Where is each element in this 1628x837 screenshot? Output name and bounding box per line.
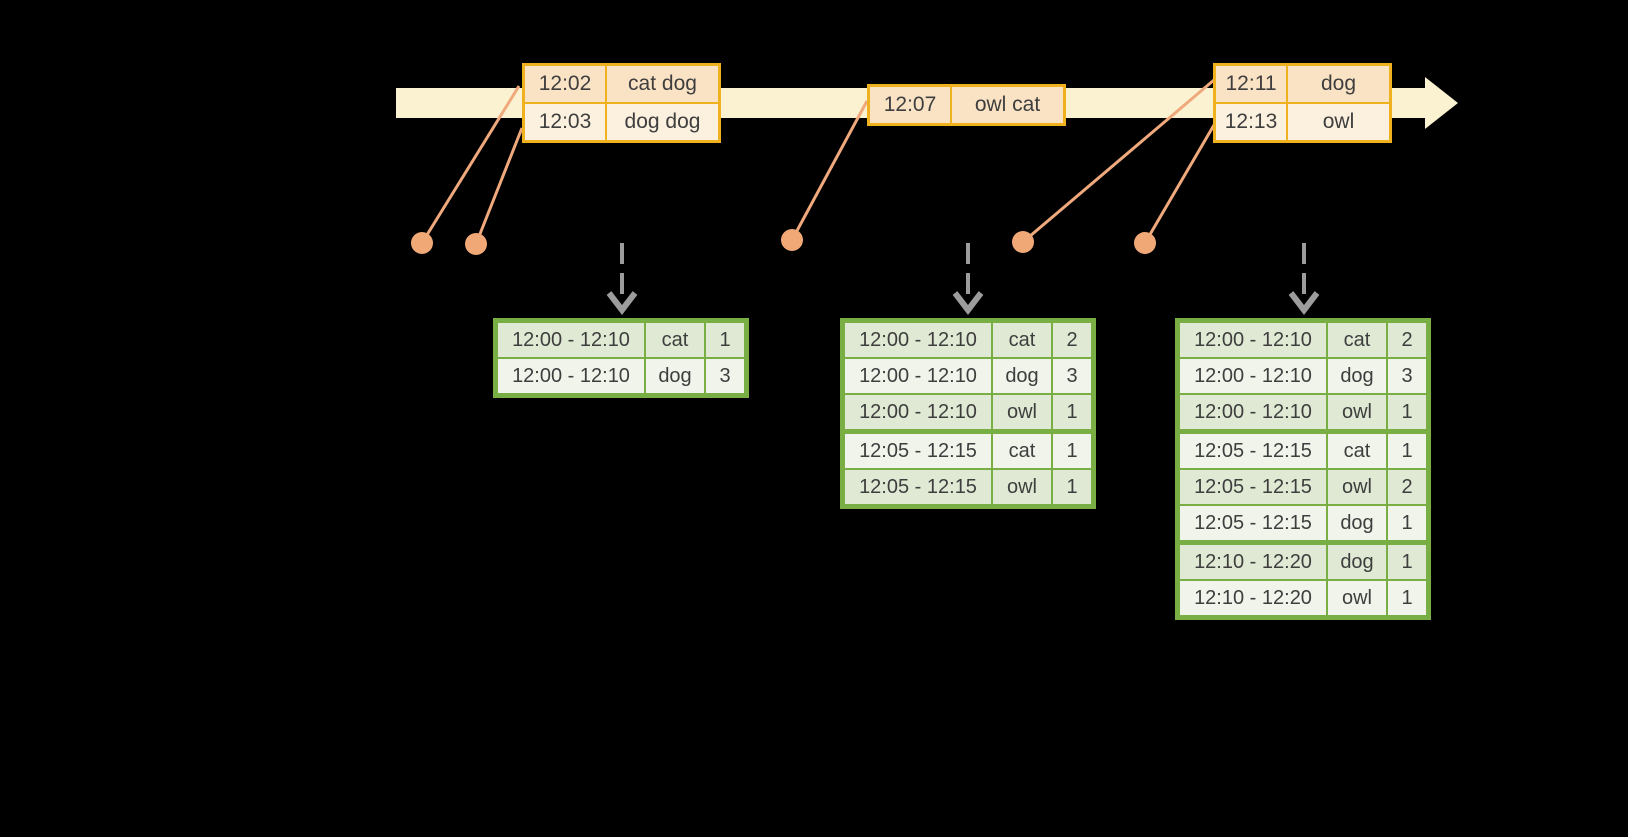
window-cell: 12:05 - 12:15 <box>1176 504 1328 544</box>
result-row: 12:00 - 12:10 dog 3 <box>494 357 748 397</box>
window-cell: 12:05 - 12:15 <box>841 468 993 508</box>
event-table-2: 12:07 owl cat <box>867 84 1066 126</box>
count-cell: 1 <box>1386 504 1430 544</box>
leader-line <box>1143 124 1216 244</box>
word-cell: dog <box>1326 357 1388 395</box>
window-cell: 12:00 - 12:10 <box>841 319 993 359</box>
count-cell: 1 <box>1386 579 1430 619</box>
event-words-cell: owl cat <box>950 84 1066 126</box>
connector-dot <box>411 232 433 254</box>
word-cell: dog <box>991 357 1053 395</box>
word-cell: cat <box>991 319 1053 359</box>
window-cell: 12:10 - 12:20 <box>1176 540 1328 581</box>
connector-dot <box>781 229 803 251</box>
connector-dot <box>465 233 487 255</box>
count-cell: 1 <box>1386 540 1430 581</box>
word-cell: owl <box>991 393 1053 433</box>
result-row: 12:00 - 12:10 cat 1 <box>494 319 748 359</box>
result-table-1: 12:00 - 12:10 cat 1 12:00 - 12:10 dog 3 <box>493 318 749 398</box>
event-time-cell: 12:03 <box>522 102 607 143</box>
window-cell: 12:00 - 12:10 <box>1176 357 1328 395</box>
count-cell: 1 <box>1051 393 1095 433</box>
window-cell: 12:00 - 12:10 <box>494 319 646 359</box>
result-table-3: 12:00 - 12:10 cat 2 12:00 - 12:10 dog 3 … <box>1175 318 1431 620</box>
result-row: 12:10 - 12:20 owl 1 <box>1176 579 1430 619</box>
event-time-cell: 12:07 <box>867 84 952 126</box>
leader-line <box>1022 78 1215 244</box>
count-cell: 2 <box>1386 468 1430 506</box>
event-time-cell: 12:13 <box>1213 102 1288 143</box>
trigger-arrow-icon <box>1288 243 1320 315</box>
result-row: 12:00 - 12:10 dog 3 <box>1176 357 1430 395</box>
result-row: 12:05 - 12:15 owl 1 <box>841 468 1095 508</box>
result-table-2: 12:00 - 12:10 cat 2 12:00 - 12:10 dog 3 … <box>840 318 1096 509</box>
window-cell: 12:00 - 12:10 <box>841 393 993 433</box>
result-row: 12:05 - 12:15 dog 1 <box>1176 504 1430 544</box>
word-cell: cat <box>644 319 706 359</box>
event-row: 12:03 dog dog <box>522 102 721 143</box>
connector-dot <box>1012 231 1034 253</box>
connector-dot <box>1134 232 1156 254</box>
event-words-cell: owl <box>1286 102 1392 143</box>
word-cell: owl <box>1326 468 1388 506</box>
word-cell: owl <box>1326 393 1388 433</box>
window-cell: 12:10 - 12:20 <box>1176 579 1328 619</box>
result-row: 12:00 - 12:10 cat 2 <box>1176 319 1430 359</box>
window-cell: 12:00 - 12:10 <box>494 357 646 397</box>
leader-line <box>474 127 524 245</box>
leader-line <box>420 85 521 244</box>
count-cell: 2 <box>1051 319 1095 359</box>
count-cell: 1 <box>1051 468 1095 508</box>
word-cell: cat <box>1326 319 1388 359</box>
event-words-cell: dog <box>1286 63 1392 104</box>
count-cell: 3 <box>1386 357 1430 395</box>
window-cell: 12:05 - 12:15 <box>841 429 993 470</box>
event-time-cell: 12:11 <box>1213 63 1288 104</box>
result-row: 12:05 - 12:15 owl 2 <box>1176 468 1430 506</box>
trigger-arrow-icon <box>606 243 638 315</box>
window-cell: 12:00 - 12:10 <box>841 357 993 395</box>
count-cell: 3 <box>704 357 748 397</box>
count-cell: 1 <box>704 319 748 359</box>
window-cell: 12:00 - 12:10 <box>1176 319 1328 359</box>
result-row: 12:00 - 12:10 owl 1 <box>841 393 1095 433</box>
result-row: 12:00 - 12:10 owl 1 <box>1176 393 1430 433</box>
result-row: 12:00 - 12:10 dog 3 <box>841 357 1095 395</box>
event-words-cell: dog dog <box>605 102 721 143</box>
leader-line <box>790 100 869 241</box>
word-cell: cat <box>991 429 1053 470</box>
word-cell: owl <box>1326 579 1388 619</box>
window-cell: 12:05 - 12:15 <box>1176 468 1328 506</box>
result-row: 12:10 - 12:20 dog 1 <box>1176 540 1430 581</box>
event-table-3: 12:11 dog 12:13 owl <box>1213 63 1392 143</box>
timeline-arrowhead-icon <box>1425 77 1458 129</box>
trigger-arrow-icon <box>952 243 984 315</box>
word-cell: dog <box>644 357 706 397</box>
word-cell: owl <box>991 468 1053 508</box>
window-cell: 12:05 - 12:15 <box>1176 429 1328 470</box>
window-cell: 12:00 - 12:10 <box>1176 393 1328 433</box>
count-cell: 2 <box>1386 319 1430 359</box>
result-row: 12:05 - 12:15 cat 1 <box>841 429 1095 470</box>
word-cell: cat <box>1326 429 1388 470</box>
event-table-1: 12:02 cat dog 12:03 dog dog <box>522 63 721 143</box>
count-cell: 1 <box>1051 429 1095 470</box>
event-row: 12:02 cat dog <box>522 63 721 104</box>
result-row: 12:00 - 12:10 cat 2 <box>841 319 1095 359</box>
count-cell: 1 <box>1386 429 1430 470</box>
event-row: 12:07 owl cat <box>867 84 1066 126</box>
word-cell: dog <box>1326 504 1388 544</box>
event-time-cell: 12:02 <box>522 63 607 104</box>
count-cell: 3 <box>1051 357 1095 395</box>
event-row: 12:13 owl <box>1213 102 1392 143</box>
word-cell: dog <box>1326 540 1388 581</box>
event-words-cell: cat dog <box>605 63 721 104</box>
count-cell: 1 <box>1386 393 1430 433</box>
event-row: 12:11 dog <box>1213 63 1392 104</box>
result-row: 12:05 - 12:15 cat 1 <box>1176 429 1430 470</box>
